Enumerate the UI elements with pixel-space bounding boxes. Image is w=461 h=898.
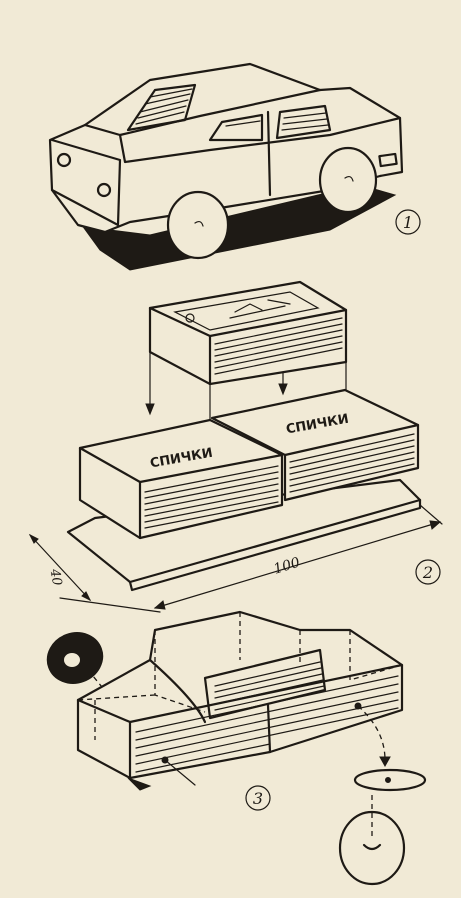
side-lines [135,675,399,773]
car-body-shell [76,610,404,780]
step-2-assembly: СПИЧКИ СПИЧКИ 100 [28,280,443,613]
svg-text:3: 3 [253,789,263,808]
top-matchbox-drawer [148,280,348,386]
right-matchbox-striker [289,433,415,493]
headlight-right [96,182,112,198]
left-matchbox-striker [144,465,279,529]
step-2-marker: 2 [415,559,441,585]
hidden-edges [77,612,403,740]
front-wheel [166,190,230,260]
step-1-finished-car: 1 [48,62,421,271]
wheel-disc-bottom [338,795,406,886]
svg-text:1: 1 [403,213,413,232]
side-window-front [208,113,264,142]
step-1-marker: 1 [395,209,421,235]
matchbox-label-graphic [173,291,320,331]
door-line [266,110,272,197]
wheel-disc-top [353,768,427,792]
rear-wheel [318,146,378,214]
dimension-length-label: 100 [272,555,302,578]
car-front [50,138,122,227]
cabin-lines [214,661,325,711]
left-matchbox: СПИЧКИ [78,418,284,540]
windshield-hatching [135,88,193,125]
step-3-assembly: 3 [46,610,427,886]
base-plate [66,478,422,584]
svg-text:2: 2 [422,563,433,582]
drawer-edge-lines [214,317,343,375]
dimension-width-label: 40 [46,567,64,587]
headlight-left [56,152,72,168]
tail-light [378,152,398,168]
side-window-hatching [225,112,329,131]
dimension-lines: 100 40 [28,504,443,613]
cabin-box [203,648,327,720]
side-window-rear [275,104,332,140]
car-beltline [118,116,402,164]
step-3-marker: 3 [245,785,271,811]
right-matchbox: СПИЧКИ [210,388,420,502]
